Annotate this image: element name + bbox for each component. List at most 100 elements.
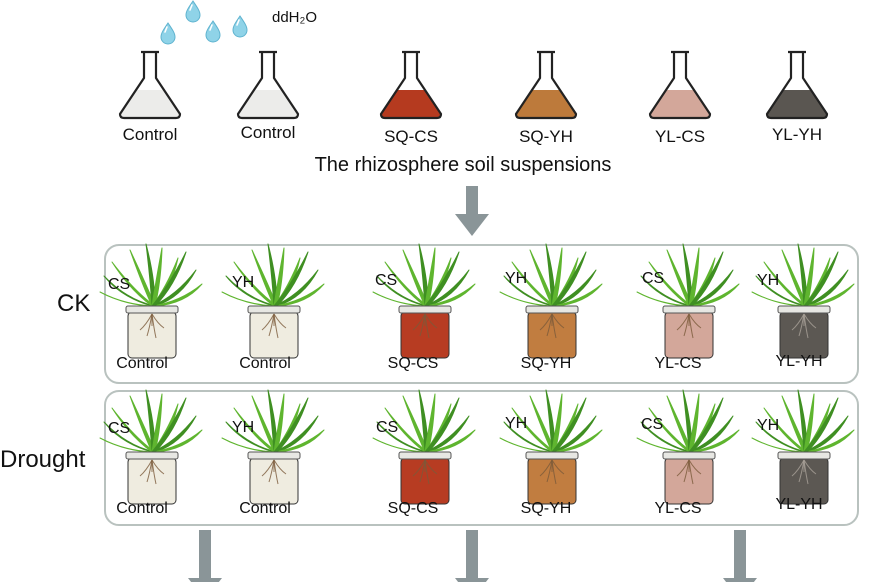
soil-label: SQ-CS: [387, 355, 439, 372]
cultivar-label: YH: [505, 270, 528, 287]
jar-lid: [662, 305, 716, 314]
soil-jar-icon: [398, 451, 452, 505]
flask-icon: [379, 50, 443, 120]
flask-outline: [648, 50, 712, 120]
flask-liquid: [238, 90, 298, 118]
flask-outline: [514, 50, 578, 120]
down-arrow-icon: [723, 530, 757, 582]
jar-lid: [125, 305, 179, 314]
jar-lid: [125, 451, 179, 460]
water-drop-icon: [160, 22, 176, 45]
drought-panel: [104, 390, 859, 526]
flask-liquid: [120, 90, 180, 118]
plant-icon: [372, 389, 476, 453]
flask-icon: [765, 50, 829, 120]
flask-label: Control: [240, 123, 296, 142]
cultivar-label: YH: [232, 419, 255, 436]
plant-icon: [99, 389, 203, 453]
plant-icon: [221, 243, 325, 307]
diagram-title: The rhizosphere soil suspensions: [314, 154, 612, 176]
soil-jar-icon: [125, 305, 179, 359]
down-arrow-icon: [455, 530, 489, 582]
plant-icon: [751, 243, 855, 307]
cultivar-label: CS: [642, 270, 665, 287]
pot-unit: [99, 243, 203, 359]
plant-icon: [499, 243, 603, 307]
soil-label: YL-YH: [775, 496, 823, 513]
soil-jar-icon: [662, 451, 716, 505]
plant-icon: [372, 243, 476, 307]
flask-liquid: [516, 90, 576, 118]
water-drop-icon: [205, 20, 221, 43]
soil-jar-icon: [247, 451, 301, 505]
soil-label: SQ-YH: [520, 355, 572, 372]
soil-jar-icon: [247, 305, 301, 359]
soil-label: YL-CS: [654, 355, 702, 372]
flask-icon: [648, 50, 712, 120]
soil-label: Control: [239, 500, 291, 517]
flask-label: YL-YH: [771, 125, 823, 144]
soil-label: YL-YH: [775, 353, 823, 370]
jar-lid: [398, 451, 452, 460]
flask-icon: [236, 50, 300, 120]
cultivar-label: YH: [757, 417, 780, 434]
soil-jar-icon: [398, 305, 452, 359]
plant-icon: [751, 389, 855, 453]
water-drop-icon: [185, 0, 201, 23]
soil-label: Control: [116, 355, 168, 372]
flask-label: YL-CS: [654, 127, 706, 146]
soil-jar-icon: [777, 451, 831, 505]
water-label: ddH₂O: [272, 9, 318, 26]
flask-outline: [379, 50, 443, 120]
cultivar-label: CS: [376, 419, 399, 436]
pot-unit: [751, 389, 855, 505]
pot-unit: [636, 389, 740, 505]
soil-label: Control: [239, 355, 291, 372]
soil-label: Control: [116, 500, 168, 517]
pot-unit: [372, 243, 476, 359]
pot-unit: [221, 389, 325, 505]
soil-jar-icon: [125, 451, 179, 505]
flask-liquid: [381, 90, 441, 118]
row-label-drought: Drought: [0, 446, 86, 473]
flask-label: Control: [122, 125, 178, 144]
soil-jar-icon: [777, 305, 831, 359]
flask-icon: [118, 50, 182, 120]
jar-lid: [662, 451, 716, 460]
flask-liquid: [767, 90, 827, 118]
pot-unit: [636, 243, 740, 359]
pot-unit: [751, 243, 855, 359]
cultivar-label: CS: [108, 276, 131, 293]
flask-outline: [236, 50, 300, 120]
pot-unit: [499, 243, 603, 359]
cultivar-label: YH: [757, 272, 780, 289]
plant-icon: [499, 389, 603, 453]
cultivar-label: CS: [375, 272, 398, 289]
flask-outline: [765, 50, 829, 120]
jar-lid: [247, 305, 301, 314]
jar-lid: [777, 305, 831, 314]
cultivar-label: YH: [505, 415, 528, 432]
flask-label: SQ-YH: [519, 127, 573, 146]
down-arrow-icon: [455, 186, 489, 236]
pot-unit: [372, 389, 476, 505]
flask-label: SQ-CS: [384, 127, 438, 146]
pot-unit: [499, 389, 603, 505]
plant-icon: [636, 243, 740, 307]
soil-label: SQ-CS: [387, 500, 439, 517]
jar-lid: [247, 451, 301, 460]
jar-lid: [398, 305, 452, 314]
jar-lid: [777, 451, 831, 460]
soil-label: SQ-YH: [520, 500, 572, 517]
down-arrow-icon: [188, 530, 222, 582]
jar-lid: [525, 451, 579, 460]
plant-icon: [99, 243, 203, 307]
ck-panel: [104, 244, 859, 384]
flask-icon: [514, 50, 578, 120]
water-drop-icon: [232, 15, 248, 38]
soil-jar-icon: [525, 305, 579, 359]
plant-icon: [221, 389, 325, 453]
soil-jar-icon: [525, 451, 579, 505]
